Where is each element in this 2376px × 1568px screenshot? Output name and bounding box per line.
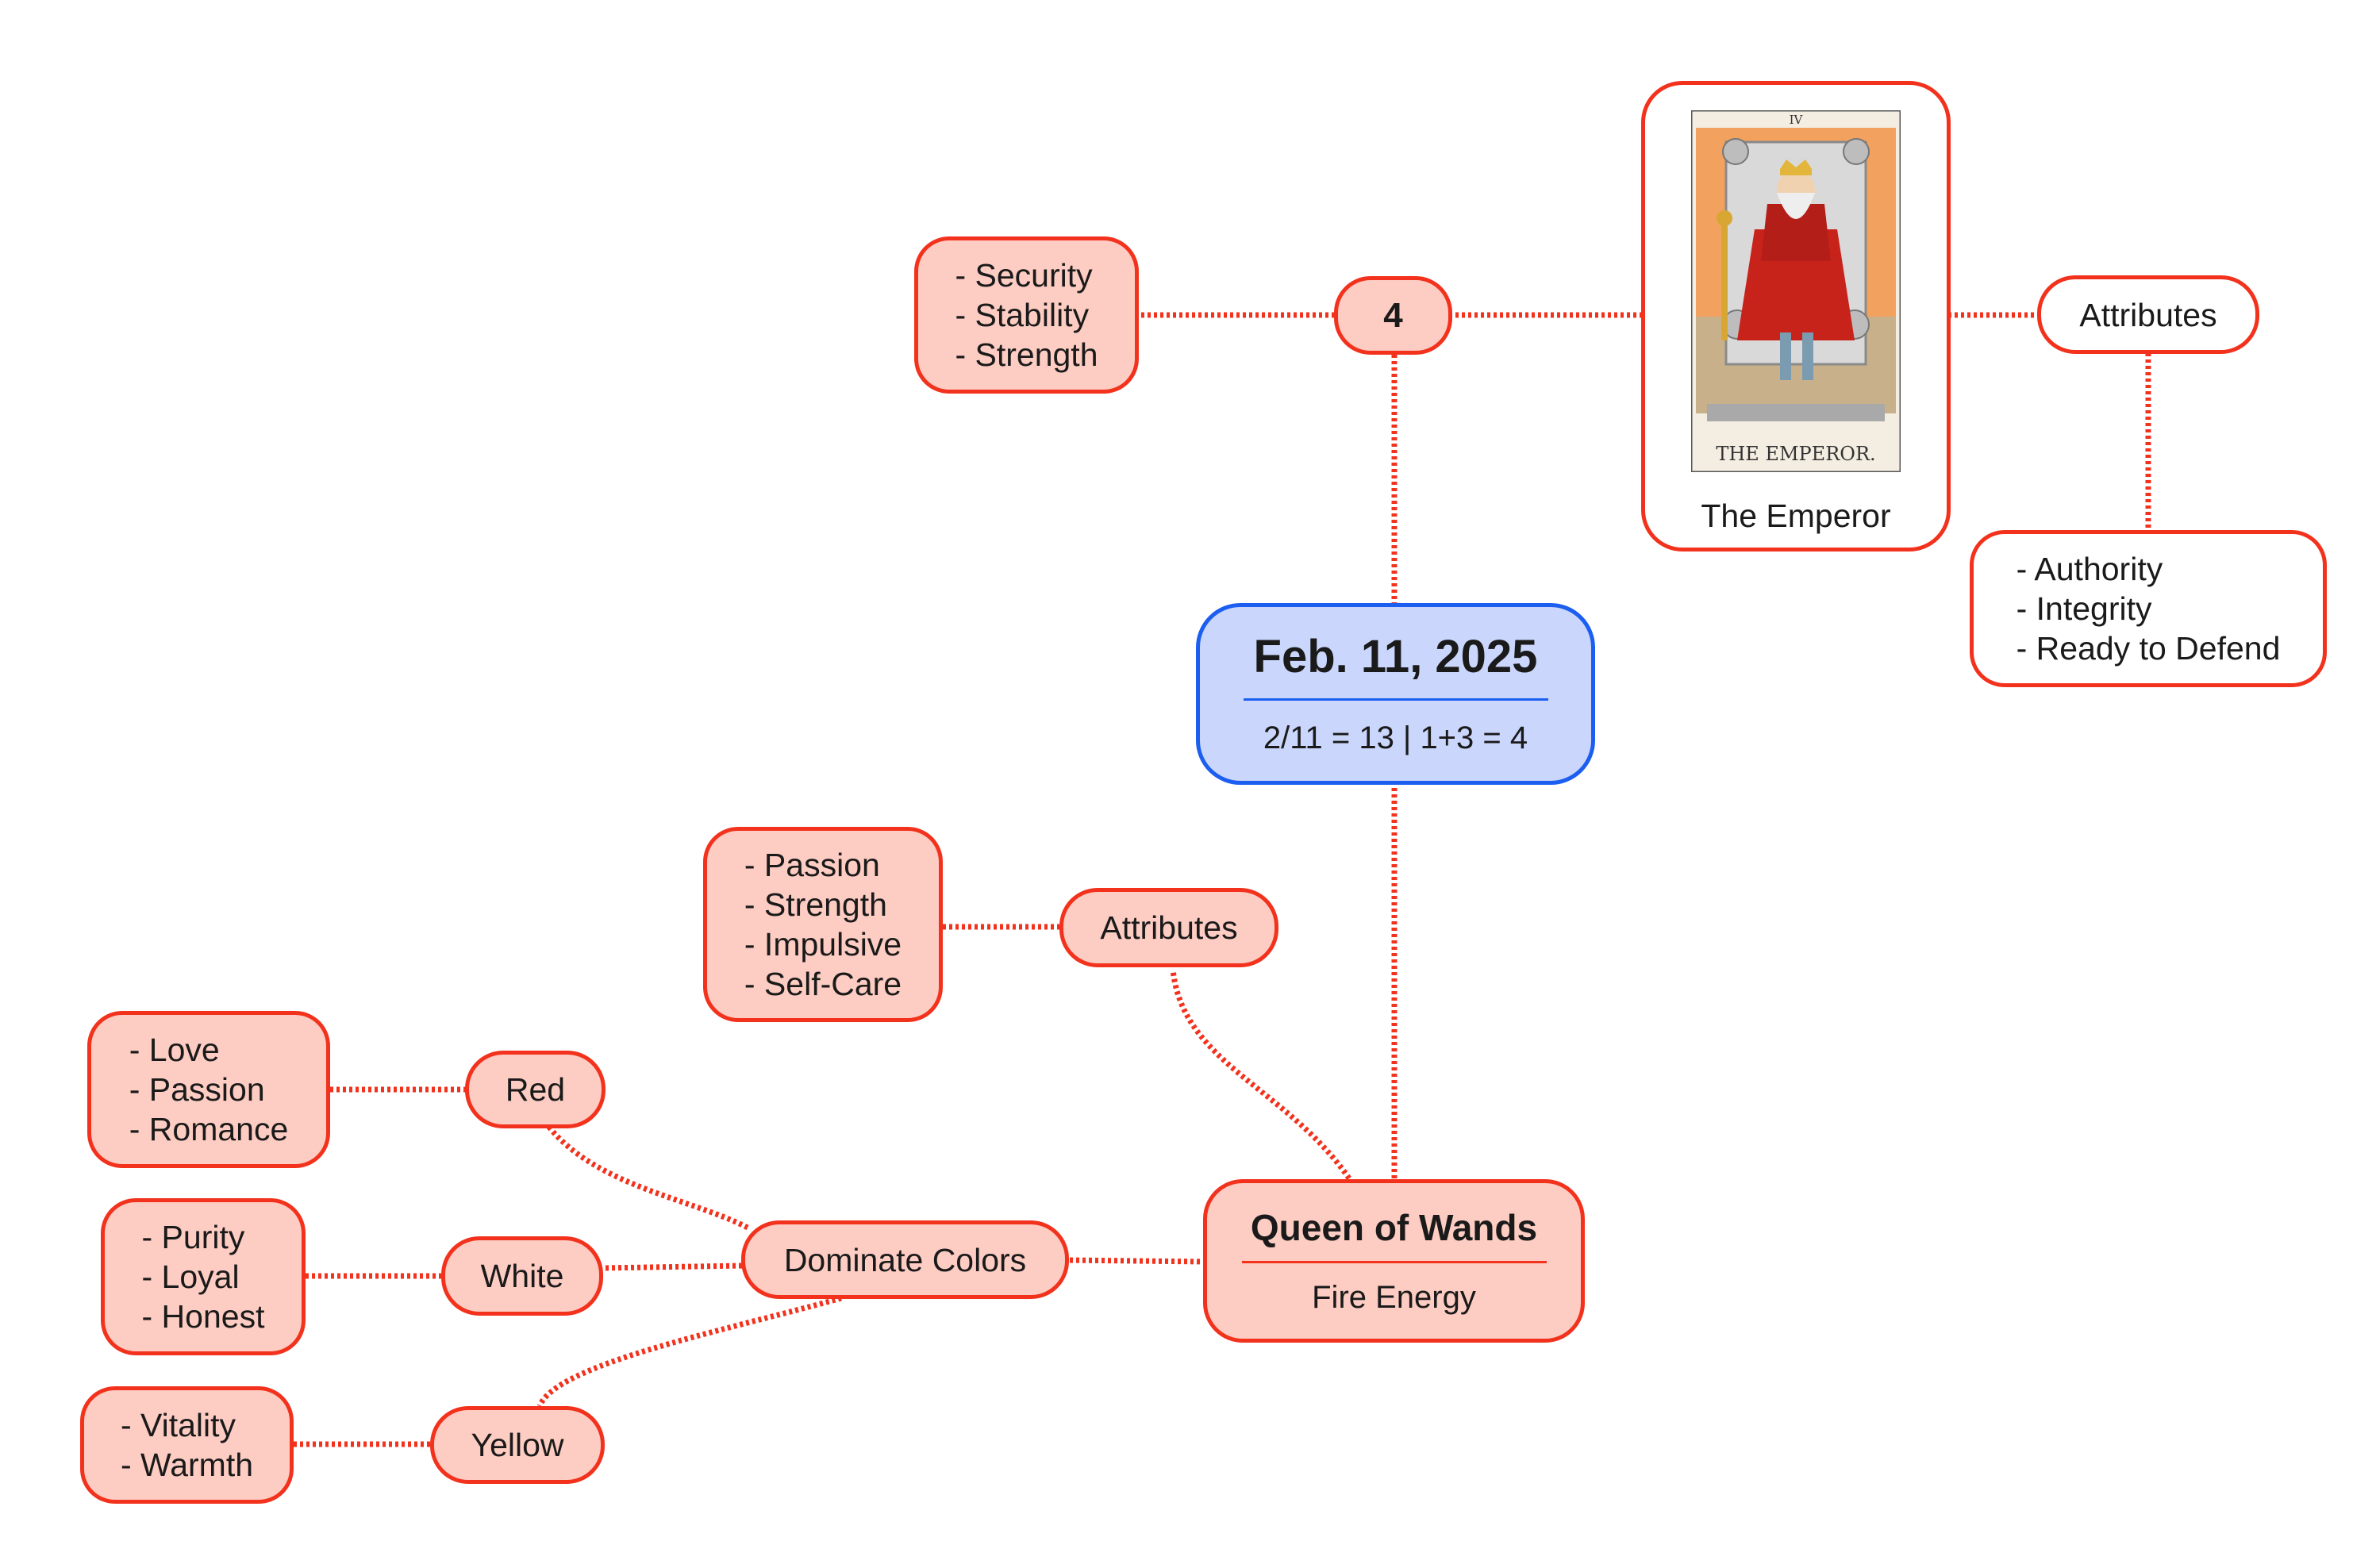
emperor-card-numeral: IV [1790, 113, 1804, 127]
number-traits-node[interactable]: - Security - Stability - Strength [914, 236, 1139, 394]
color-red-node[interactable]: Red [465, 1051, 606, 1128]
color-yellow-list-node[interactable]: - Vitality - Warmth [80, 1386, 294, 1504]
queen-attributes-text: - Passion - Strength - Impulsive - Self-… [744, 847, 902, 1002]
link-colors-yellow [536, 1295, 842, 1408]
emperor-caption: The Emperor [1701, 498, 1891, 534]
color-red-list-node[interactable]: - Love - Passion - Romance [87, 1011, 330, 1168]
center-title: Feb. 11, 2025 [1253, 631, 1538, 682]
emperor-card-node[interactable]: IV THE EMPEROR. The Emperor [1641, 81, 1951, 551]
color-yellow-node[interactable]: Yellow [430, 1406, 605, 1484]
center-subtitle: 2/11 = 13 | 1+3 = 4 [1263, 721, 1528, 755]
queen-attributes-node[interactable]: Attributes [1059, 888, 1278, 967]
center-divider [1243, 698, 1548, 701]
color-white-label: White [480, 1258, 564, 1294]
link-colors-red [545, 1123, 749, 1231]
color-red-label: Red [505, 1071, 566, 1108]
color-yellow-text: - Vitality - Warmth [120, 1407, 254, 1483]
queen-attributes-label: Attributes [1100, 909, 1238, 946]
dominate-colors-label: Dominate Colors [783, 1241, 1027, 1278]
color-white-text: - Purity - Loyal - Honest [141, 1219, 265, 1335]
number-label: 4 [1383, 295, 1403, 335]
dominate-colors-node[interactable]: Dominate Colors [741, 1220, 1069, 1299]
number-traits-text: - Security - Stability - Strength [955, 257, 1098, 373]
queen-subtitle: Fire Energy [1312, 1279, 1476, 1315]
emperor-card-name: THE EMPEROR. [1716, 443, 1875, 465]
color-white-node[interactable]: White [441, 1236, 603, 1316]
queen-divider [1241, 1260, 1547, 1263]
emperor-attributes-text: - Authority - Integrity - Ready to Defen… [2016, 551, 2281, 667]
center-date-node[interactable]: Feb. 11, 2025 2/11 = 13 | 1+3 = 4 [1196, 603, 1595, 785]
queen-of-wands-node[interactable]: Queen of Wands Fire Energy [1203, 1179, 1585, 1343]
color-yellow-label: Yellow [471, 1427, 564, 1463]
queen-title: Queen of Wands [1250, 1206, 1538, 1248]
emperor-attributes-label: Attributes [2079, 296, 2217, 333]
emperor-card-image: IV THE EMPEROR. [1691, 110, 1901, 472]
link-queen-colors [1067, 1257, 1207, 1265]
link-colors-white [602, 1262, 743, 1271]
color-white-list-node[interactable]: - Purity - Loyal - Honest [101, 1198, 306, 1355]
number-node[interactable]: 4 [1334, 276, 1452, 355]
emperor-attributes-node[interactable]: Attributes [2037, 275, 2259, 354]
queen-attributes-list-node[interactable]: - Passion - Strength - Impulsive - Self-… [703, 827, 943, 1022]
color-red-text: - Love - Passion - Romance [129, 1032, 289, 1147]
link-queen-attributes [1170, 969, 1351, 1181]
emperor-attributes-list-node[interactable]: - Authority - Integrity - Ready to Defen… [1970, 530, 2327, 687]
